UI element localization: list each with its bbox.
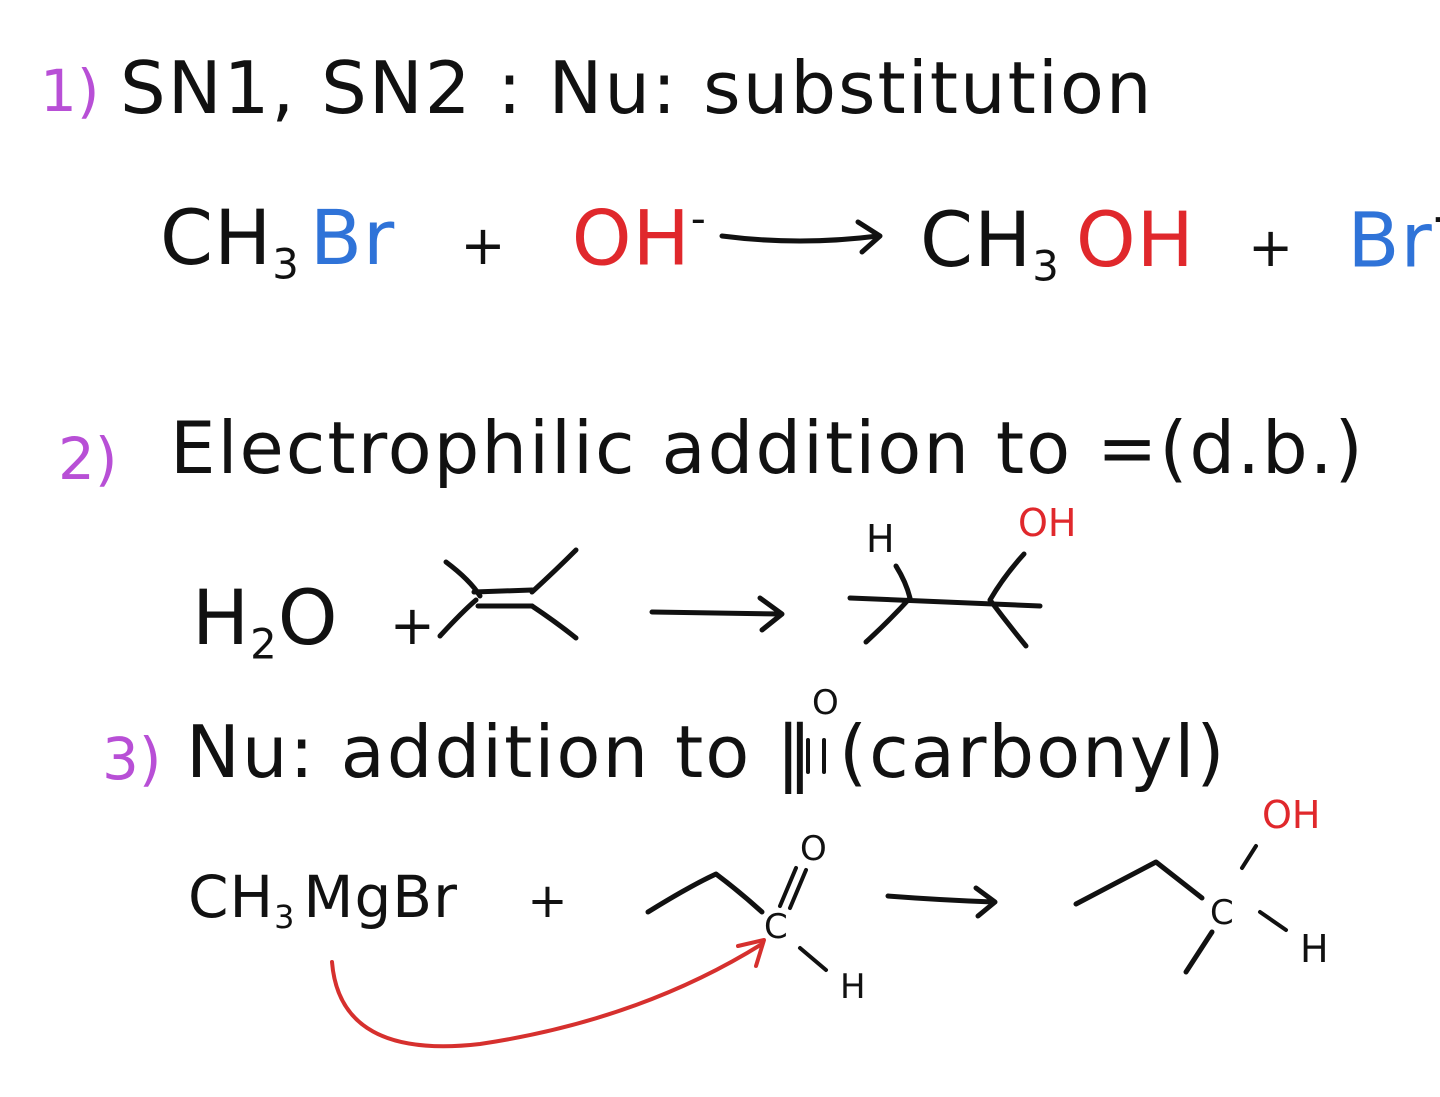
- section-3-number-text: 3): [102, 725, 162, 793]
- reaction-arrow-2: [649, 595, 785, 633]
- plus-sign-2: +: [1247, 216, 1295, 280]
- carbonyl-double-bond-symbol: [806, 738, 826, 774]
- aldehyde-h-label: H: [840, 967, 866, 1007]
- reactant-oh: OH: [571, 193, 691, 283]
- oh-charge: -: [690, 194, 707, 243]
- section-2-reactant: H2O +: [192, 580, 436, 666]
- plus-sign-3: +: [389, 594, 436, 657]
- plus-sign-4: +: [527, 873, 569, 929]
- section-2-number: 2): [58, 430, 118, 488]
- section-1-number-text: 1): [40, 57, 100, 125]
- br-charge: -: [1433, 181, 1440, 251]
- product-br: Br: [1347, 195, 1433, 285]
- aldehyde-structure: [645, 866, 828, 972]
- section-2-number-text: 2): [58, 425, 118, 493]
- reactant-ch3: CH3: [160, 193, 300, 289]
- secondary-alcohol-structure: [1073, 844, 1288, 975]
- alkene-structure: [437, 547, 579, 641]
- product-ch3: CH3: [920, 195, 1060, 292]
- aldehyde-c-label: C: [764, 907, 788, 947]
- section-2-heading: Electrophilic addition to =(d.b.): [170, 406, 1365, 490]
- product-oh: OH: [1075, 195, 1195, 285]
- alcohol-structure: [847, 551, 1043, 649]
- reactant-h2o: H2O: [192, 573, 339, 669]
- reactant-br: Br: [309, 193, 396, 283]
- product-oh-label: OH: [1018, 501, 1077, 545]
- electron-push-arrow: [330, 938, 766, 1049]
- section-3-number: 3): [102, 730, 162, 788]
- section-3-heading: Nu: addition to ‖ (carbonyl): [186, 710, 1227, 794]
- section-1-number: 1): [40, 62, 100, 120]
- reaction-arrow-1: [719, 219, 883, 255]
- carbonyl-o-label: O: [812, 683, 839, 723]
- product-h-label: H: [866, 517, 895, 561]
- product-3-h-label: H: [1300, 927, 1329, 971]
- product-3-oh-label: OH: [1262, 793, 1321, 837]
- section-1-heading: SN1, SN2 : Nu: substitution: [120, 46, 1154, 130]
- product-3-c-label: C: [1210, 893, 1234, 933]
- aldehyde-o-label: O: [800, 829, 827, 869]
- plus-sign-1: +: [460, 214, 507, 278]
- reaction-arrow-3: [885, 885, 998, 919]
